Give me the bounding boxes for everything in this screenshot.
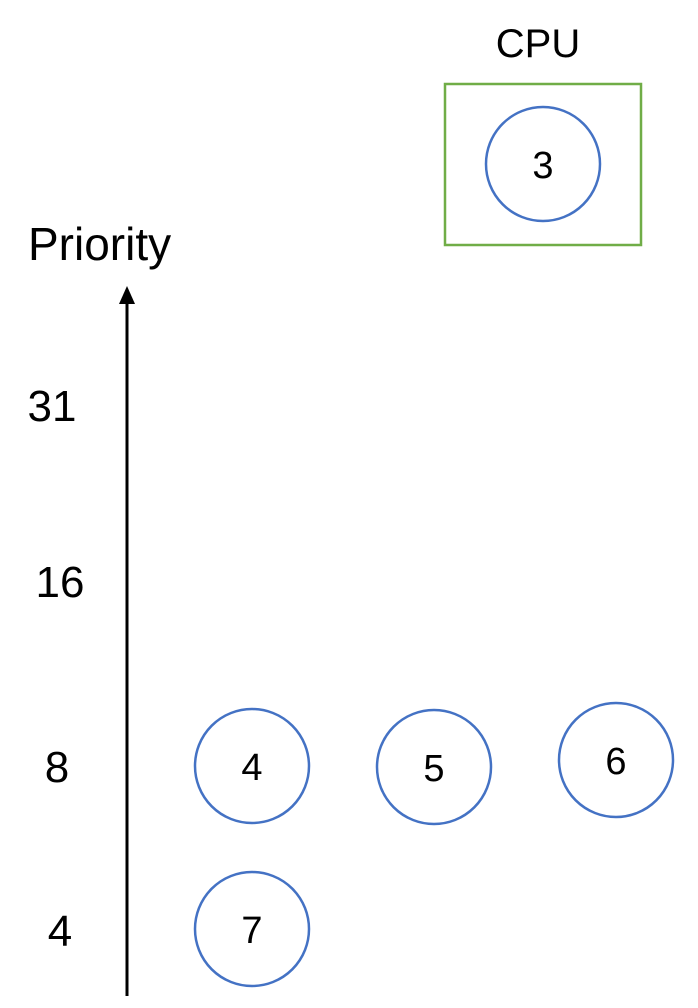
tick-label-4: 4 <box>48 907 72 956</box>
thread-circle <box>557 701 675 819</box>
cpu-thread-number: 3 <box>532 145 553 187</box>
thread-number: 7 <box>241 910 262 952</box>
axis-label: Priority <box>28 218 171 270</box>
tick-label-8: 8 <box>45 743 69 792</box>
tick-label-31: 31 <box>28 382 77 431</box>
tick-label-16: 16 <box>36 558 85 607</box>
thread-number: 5 <box>423 748 444 790</box>
thread-circle <box>193 707 311 825</box>
thread-circle <box>375 708 493 826</box>
thread-number: 6 <box>605 741 626 783</box>
thread-number: 4 <box>241 747 262 789</box>
cpu-thread-circle <box>484 105 602 223</box>
cpu-box <box>443 82 643 247</box>
cpu-label: CPU <box>496 22 580 66</box>
priority-axis-arrowhead <box>119 286 135 304</box>
thread-circle <box>193 870 311 988</box>
